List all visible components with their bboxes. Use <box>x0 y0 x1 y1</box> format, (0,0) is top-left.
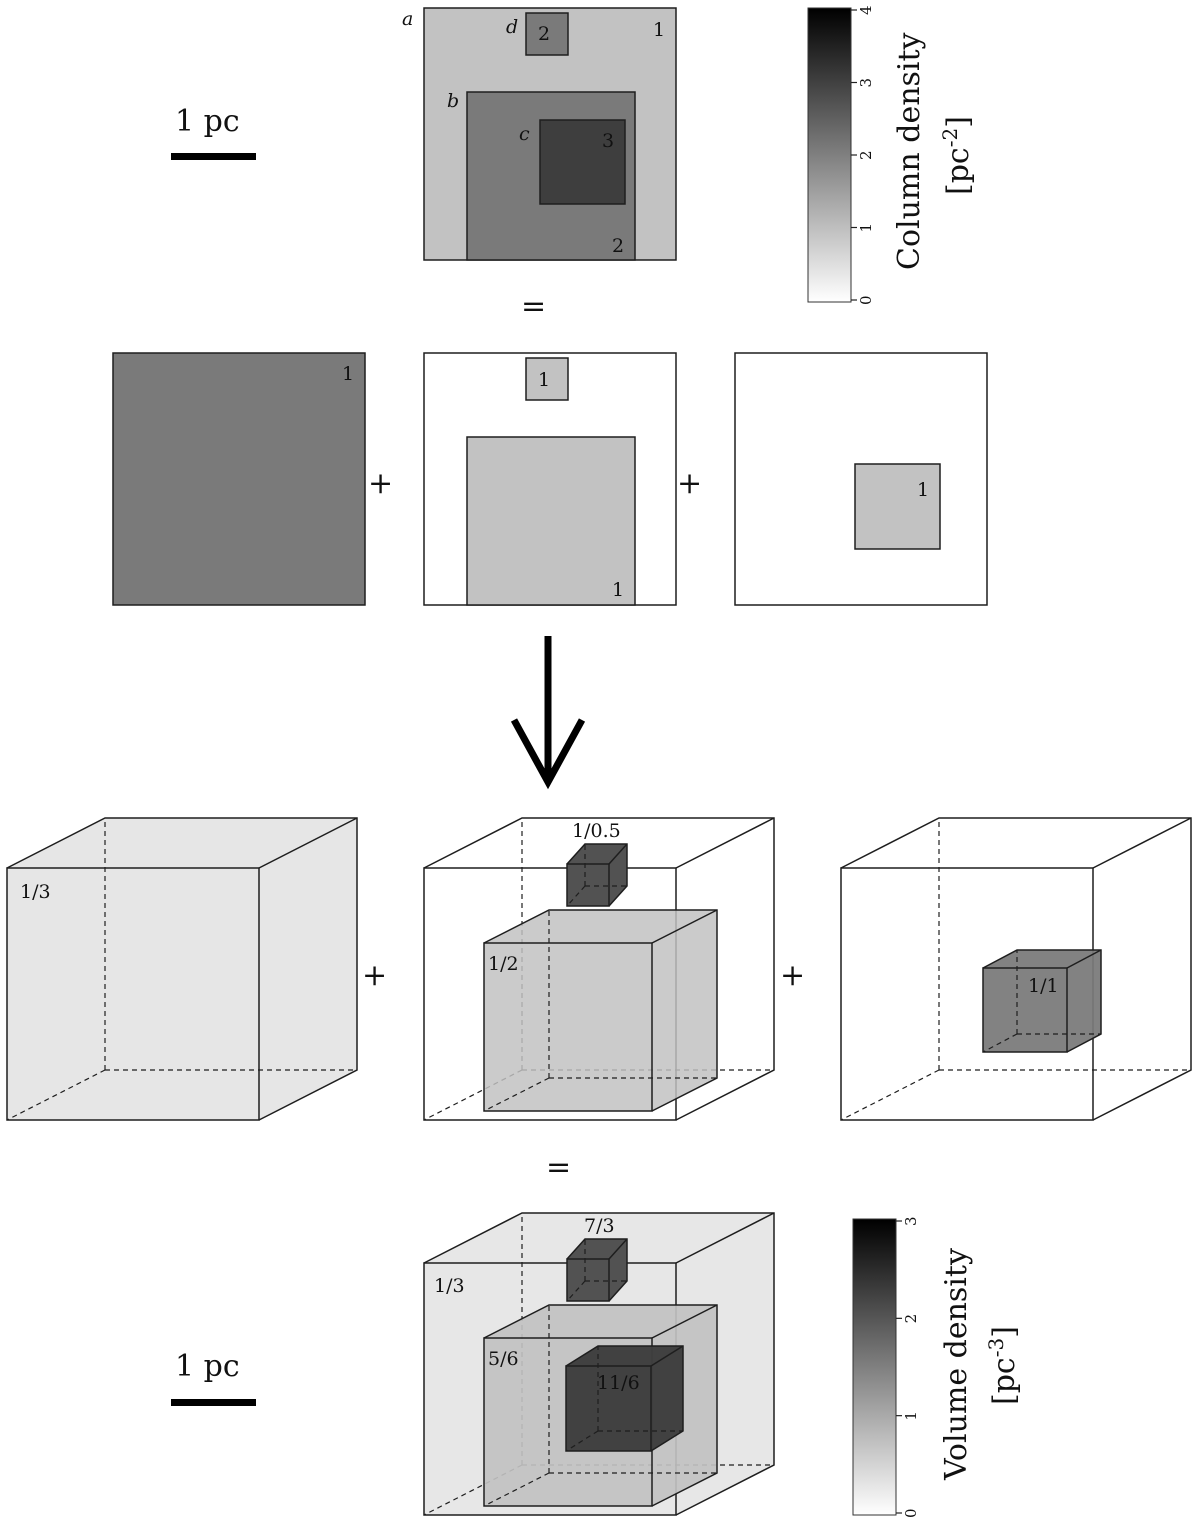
cube-2-small <box>566 843 628 907</box>
colorbar-volume-tick-label-2: 2 <box>902 1314 920 1324</box>
panel-3-square <box>854 463 941 550</box>
colorbar-column-density: 0 1 2 3 4 Column density [pc-2] <box>807 5 976 305</box>
colorbar-column-tick-label-2: 2 <box>857 150 875 160</box>
equals-sign-bottom: = <box>546 1150 571 1185</box>
colorbar-column-gradient <box>807 7 852 303</box>
value-a: 1 <box>653 19 665 41</box>
panel-2-small-value: 1 <box>538 369 550 391</box>
panel-3-value: 1 <box>917 479 929 501</box>
colorbar-volume-density: 0 1 2 3 Volume density [pc-3] <box>852 1216 1022 1518</box>
plus-sign-row3-2: + <box>780 958 805 993</box>
cube-3-inner <box>982 949 1102 1053</box>
colorbar-column-ticks: 0 1 2 3 4 <box>851 5 875 305</box>
colorbar-volume-tick-label-3: 3 <box>902 1216 920 1226</box>
decomposition-panel-3: 1 <box>734 352 988 606</box>
colorbar-column-tick-label-4: 4 <box>857 5 875 15</box>
scale-bar-bottom: 1 pc <box>171 1349 256 1406</box>
result-inner-label: 11/6 <box>597 1372 640 1394</box>
panel-1-value: 1 <box>342 363 354 385</box>
colorbar-column-tick-label-3: 3 <box>857 78 875 88</box>
result-top-small-label: 7/3 <box>584 1215 615 1237</box>
scale-bar-top: 1 pc <box>171 104 256 160</box>
colorbar-volume-title: Volume density <box>939 1248 974 1481</box>
plus-sign-row3-1: + <box>362 958 387 993</box>
scale-bar-top-label: 1 pc <box>175 104 240 139</box>
result-top-small-cube <box>566 1238 628 1302</box>
colorbar-volume-tick-label-0: 0 <box>902 1508 920 1518</box>
label-d: d <box>506 16 518 38</box>
plus-sign-row2-2: + <box>677 466 702 501</box>
label-a: a <box>402 8 413 30</box>
result-outer-label: 1/3 <box>434 1275 465 1297</box>
value-c: 3 <box>602 130 614 152</box>
region-d <box>525 12 569 56</box>
panel-2-small-square <box>525 357 569 401</box>
scale-bar-bottom-line <box>171 1399 256 1406</box>
colorbar-column-title: Column density <box>892 32 927 270</box>
value-d: 2 <box>538 23 550 45</box>
result-mid-label: 5/6 <box>488 1348 519 1370</box>
cubes-layer <box>6 817 1192 1516</box>
colorbar-volume-gradient <box>852 1218 897 1516</box>
down-arrow-icon <box>510 636 586 790</box>
cube-2-large <box>483 909 718 1112</box>
panel-2-large-square <box>466 436 636 606</box>
cube-1 <box>6 817 358 1121</box>
cube-3-label: 1/1 <box>1028 975 1059 997</box>
scale-bar-top-line <box>171 153 256 160</box>
cube-3-frame <box>840 817 1192 1121</box>
colorbar-volume-units: [pc-3] <box>984 1326 1022 1405</box>
panel-2-large-value: 1 <box>612 579 624 601</box>
decomposition-panel-1: 1 <box>112 352 366 606</box>
colorbar-column-tick-label-0: 0 <box>857 295 875 305</box>
result-inner-cube <box>565 1345 684 1452</box>
colorbar-volume-tick-label-1: 1 <box>902 1411 920 1421</box>
column-density-map: a d b c 1 2 3 2 <box>402 7 677 261</box>
region-c <box>539 119 626 205</box>
decomposition-panel-2: 1 1 <box>423 352 677 606</box>
label-c: c <box>519 123 530 145</box>
colorbar-column-units: [pc-2] <box>938 116 976 195</box>
plus-sign-row2-1: + <box>368 466 393 501</box>
cube-2-large-label: 1/2 <box>488 953 519 975</box>
scale-bar-bottom-label: 1 pc <box>175 1349 240 1384</box>
equals-sign-top: = <box>521 289 546 324</box>
cube-1-label: 1/3 <box>20 881 51 903</box>
value-b: 2 <box>612 235 624 257</box>
panel-1-square <box>112 352 366 606</box>
colorbar-column-tick-label-1: 1 <box>857 223 875 233</box>
colorbar-volume-ticks: 0 1 2 3 <box>896 1216 920 1518</box>
label-b: b <box>447 90 459 112</box>
cube-2-small-label: 1/0.5 <box>572 820 621 842</box>
